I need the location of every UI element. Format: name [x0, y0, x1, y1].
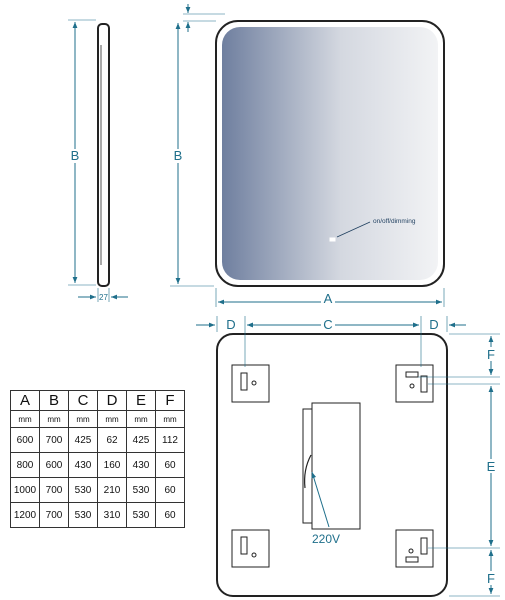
bracket-bottom-left	[231, 529, 270, 568]
side-view: B 27	[68, 19, 128, 302]
table-row: 800 600 430 160 430 60	[10, 452, 185, 478]
table-cell: 700	[39, 502, 69, 528]
table-cell: 160	[97, 452, 127, 478]
table-cell: 425	[68, 427, 98, 453]
table-header-cell: E	[126, 390, 156, 411]
table-cell: 430	[68, 452, 98, 478]
bracket-top-left	[231, 364, 270, 403]
table-cell: 530	[126, 477, 156, 503]
front-width-label: A	[324, 291, 333, 306]
table-cell: 800	[10, 452, 40, 478]
mirror-frame	[215, 20, 445, 287]
table-header-cell: D	[97, 390, 127, 411]
table-cell: 62	[97, 427, 127, 453]
table-cell: 310	[97, 502, 127, 528]
table-row: 1000 700 530 210 530 60	[10, 477, 185, 503]
back-f-bottom-label: F	[487, 571, 495, 586]
table-unit-row: mm mm mm mm mm mm	[10, 410, 185, 428]
side-thickness-label: 27	[99, 293, 108, 302]
table-cell: 600	[10, 427, 40, 453]
mirror-glass	[222, 27, 438, 280]
side-height-label: B	[71, 148, 80, 163]
driver-box: 220V	[302, 402, 361, 546]
table-cell: 425	[126, 427, 156, 453]
table-cell: 210	[97, 477, 127, 503]
table-unit-cell: mm	[39, 410, 69, 428]
front-view: on/off/dimming B A	[170, 4, 445, 307]
table-cell: 60	[155, 477, 185, 503]
table-cell: 60	[155, 452, 185, 478]
table-header-row: A B C D E F	[10, 390, 185, 411]
back-d-left-label: D	[226, 317, 235, 332]
table-cell: 530	[126, 502, 156, 528]
table-cell: 1200	[10, 502, 40, 528]
back-f-top-label: F	[487, 347, 495, 362]
table-cell: 700	[39, 427, 69, 453]
power-cable	[304, 454, 312, 489]
table-unit-cell: mm	[68, 410, 98, 428]
table-header-cell: B	[39, 390, 69, 411]
table-header-cell: F	[155, 390, 185, 411]
touch-switch-icon	[329, 237, 336, 242]
table-cell: 430	[126, 452, 156, 478]
table-cell: 700	[39, 477, 69, 503]
table-unit-cell: mm	[155, 410, 185, 428]
switch-label: on/off/dimming	[373, 218, 416, 225]
back-frame	[216, 333, 448, 597]
table-unit-cell: mm	[126, 410, 156, 428]
table-unit-cell: mm	[97, 410, 127, 428]
back-c-label: C	[323, 317, 332, 332]
table-header-cell: A	[10, 390, 40, 411]
bracket-top-right	[395, 364, 434, 403]
table-cell: 60	[155, 502, 185, 528]
table-cell: 1000	[10, 477, 40, 503]
table-header-cell: C	[68, 390, 98, 411]
table-cell: 530	[68, 477, 98, 503]
front-height-label: B	[174, 148, 183, 163]
table-row: 600 700 425 62 425 112	[10, 427, 185, 453]
back-e-label: E	[487, 459, 496, 474]
table-cell: 600	[39, 452, 69, 478]
back-d-right-label: D	[429, 317, 438, 332]
sizes-table: A B C D E F mm mm mm mm mm mm 600 700 42…	[10, 390, 185, 528]
table-cell: 112	[155, 427, 185, 453]
power-label: 220V	[312, 532, 340, 546]
back-view: 220V D C D F E F	[196, 316, 500, 597]
table-row: 1200 700 530 310 530 60	[10, 502, 185, 528]
bracket-bottom-right	[395, 529, 434, 568]
table-cell: 530	[68, 502, 98, 528]
side-profile	[97, 23, 110, 287]
table-unit-cell: mm	[10, 410, 40, 428]
